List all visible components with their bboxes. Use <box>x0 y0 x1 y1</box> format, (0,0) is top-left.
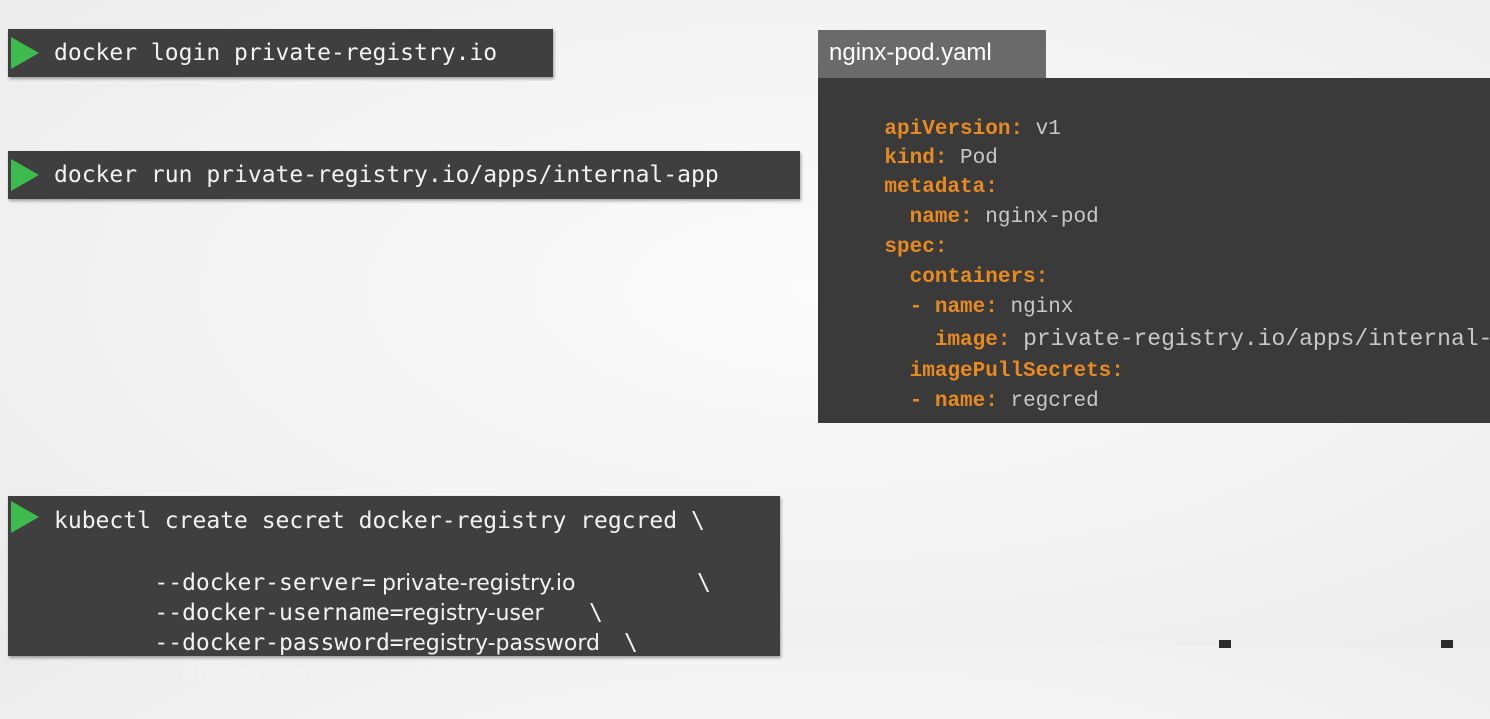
yaml-key: metadata: <box>884 176 998 199</box>
yaml-code-panel: apiVersion: v1 kind: Pod metadata: name:… <box>818 78 1490 423</box>
yaml-key: - name: <box>909 390 998 413</box>
yaml-line-imagepullsecrets: imagePullSecrets: <box>834 330 1124 414</box>
play-icon <box>11 159 39 191</box>
yaml-line-image: image: private-registry.io/apps/internal… <box>834 297 1490 383</box>
play-icon <box>11 37 39 69</box>
yaml-line-secret-name: - name: regcred <box>834 360 1099 423</box>
kubectl-line-1: kubectl create secret docker-registry re… <box>54 508 705 534</box>
kubectl-line-username: --docker-username=registry-user \ <box>99 568 602 626</box>
yaml-line-kind: kind: Pod <box>834 117 998 201</box>
yaml-value: nginx <box>1010 296 1074 319</box>
command-text: docker run private-registry.io/apps/inte… <box>54 162 719 188</box>
yaml-value: Pod <box>960 147 998 170</box>
yaml-line-metadata-name: name: nginx-pod <box>834 176 1099 260</box>
yaml-key: imagePullSecrets: <box>909 360 1124 383</box>
corner-mark <box>1441 640 1453 648</box>
yaml-value: private-registry.io/apps/internal-app <box>1023 326 1490 352</box>
yaml-key: name: <box>909 206 973 229</box>
yaml-value: v1 <box>1035 118 1061 141</box>
yaml-key: spec: <box>884 236 948 259</box>
docker-login-command: docker login private-registry.io <box>8 29 553 77</box>
yaml-line-containers: containers: <box>834 236 1049 320</box>
arg-name: --docker-username= <box>154 600 404 626</box>
yaml-line-metadata: metadata: <box>834 146 998 230</box>
yaml-value: regcred <box>1010 390 1099 413</box>
line-continuation: \ <box>624 630 638 656</box>
yaml-value: nginx-pod <box>985 206 1099 229</box>
kubectl-line-email: --docker-email=registry-user@org.com <box>99 628 614 686</box>
arg-value: private-registry.io <box>381 571 576 596</box>
yaml-filename-tab: nginx-pod.yaml <box>818 30 1046 78</box>
yaml-key: - name: <box>909 296 998 319</box>
command-text: docker login private-registry.io <box>54 40 498 66</box>
yaml-key: image: <box>934 329 1011 352</box>
kubectl-create-secret-command: kubectl create secret docker-registry re… <box>8 496 780 686</box>
yaml-line-spec: spec: <box>834 206 947 290</box>
yaml-line-container-name: - name: nginx <box>834 266 1074 350</box>
arg-name: --docker-server= <box>154 570 376 596</box>
corner-mark <box>1219 640 1231 648</box>
arg-value: registry-user <box>403 601 544 626</box>
kubectl-line-server: --docker-server=private-registry.io \ <box>99 538 710 596</box>
arg-value: registry-user@org.com <box>362 661 615 686</box>
line-continuation: \ <box>589 600 603 626</box>
kubectl-line-password: --docker-password=registry-password\ <box>99 598 637 656</box>
yaml-key: containers: <box>909 266 1049 289</box>
yaml-key: apiVersion: <box>884 118 1024 141</box>
yaml-key: kind: <box>884 147 948 170</box>
play-icon <box>11 501 39 533</box>
line-continuation: \ <box>697 570 711 596</box>
docker-run-command: docker run private-registry.io/apps/inte… <box>8 151 800 199</box>
yaml-line-apiversion: apiVersion: v1 <box>834 88 1061 172</box>
arg-name: --docker-email= <box>154 660 363 686</box>
